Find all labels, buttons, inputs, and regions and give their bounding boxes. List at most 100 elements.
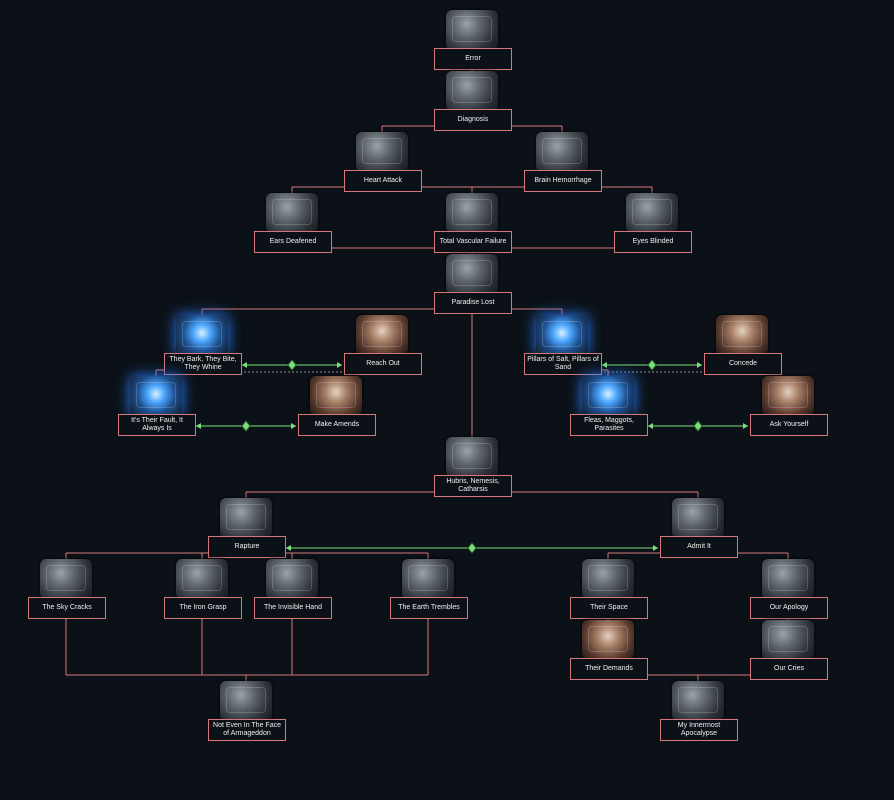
focus-invisible-hand[interactable]: The Invisible Hand (254, 559, 332, 619)
exclusive-arrow (697, 362, 702, 368)
exclusive-marker-icon (467, 542, 477, 554)
focus-label: Eyes Blinded (614, 231, 692, 253)
glowing-hound-icon (176, 315, 228, 355)
server-rack-icon (446, 71, 498, 111)
focus-label: Heart Attack (344, 170, 422, 192)
focus-label: Concede (704, 353, 782, 375)
exclusive-marker-icon (693, 420, 703, 432)
focus-our-apology[interactable]: Our Apology (750, 559, 828, 619)
focus-label: Our Apology (750, 597, 828, 619)
focus-eyes-blinded[interactable]: Eyes Blinded (614, 193, 692, 253)
focus-ears-deafened[interactable]: Ears Deafened (254, 193, 332, 253)
heart-monitor-icon (356, 132, 408, 172)
exclusive-arrow (286, 545, 291, 551)
focus-fleas-maggots[interactable]: Fleas, Maggots, Parasites (570, 376, 648, 436)
skull-machine-icon (446, 10, 498, 50)
focus-label: Admit It (660, 536, 738, 558)
focus-make-amends[interactable]: Make Amends (298, 376, 376, 436)
exclusive-arrow (653, 545, 658, 551)
focus-label: They Bark, They Bite, They Whine (164, 353, 242, 375)
focus-diagnosis[interactable]: Diagnosis (434, 71, 512, 131)
focus-heart-attack[interactable]: Heart Attack (344, 132, 422, 192)
focus-label: Not Even In The Face of Armageddon (208, 719, 286, 741)
focus-label: It's Their Fault, It Always Is (118, 414, 196, 436)
focus-label: Ears Deafened (254, 231, 332, 253)
focus-error[interactable]: Error (434, 10, 512, 70)
exclusive-arrow (648, 423, 653, 429)
glowing-machine-icon (130, 376, 182, 416)
exclusive-arrow (196, 423, 201, 429)
winged-portrait-icon (446, 437, 498, 477)
exclusive-arrow (291, 423, 296, 429)
focus-their-space[interactable]: Their Space (570, 559, 648, 619)
focus-earth-trembles[interactable]: The Earth Trembles (390, 559, 468, 619)
map-scroll-icon (716, 315, 768, 355)
exclusive-arrow (337, 362, 342, 368)
focus-label: The Sky Cracks (28, 597, 106, 619)
vascular-screen-icon (446, 193, 498, 233)
focus-their-fault[interactable]: It's Their Fault, It Always Is (118, 376, 196, 436)
focus-label: Diagnosis (434, 109, 512, 131)
broken-screen-icon (446, 254, 498, 294)
focus-label: Make Amends (298, 414, 376, 436)
building-blocks-icon (402, 559, 454, 599)
focus-label: Rapture (208, 536, 286, 558)
focus-sky-cracks[interactable]: The Sky Cracks (28, 559, 106, 619)
focus-pillars-of-salt[interactable]: Pillars of Salt, Pillars of Sand (524, 315, 602, 375)
eyeball-icon (626, 193, 678, 233)
focus-label: The Invisible Hand (254, 597, 332, 619)
focus-they-bark[interactable]: They Bark, They Bite, They Whine (164, 315, 242, 375)
brain-icon (536, 132, 588, 172)
focus-hubris[interactable]: Hubris, Nemesis, Catharsis (434, 437, 512, 497)
focus-label: Pillars of Salt, Pillars of Sand (524, 353, 602, 375)
exclusive-arrow (743, 423, 748, 429)
focus-innermost-apocalypse[interactable]: My Innermost Apocalypse (660, 681, 738, 741)
focus-rapture[interactable]: Rapture (208, 498, 286, 558)
focus-iron-grasp[interactable]: The Iron Grasp (164, 559, 242, 619)
focus-label: Their Space (570, 597, 648, 619)
gear-glow-icon (536, 315, 588, 355)
hand-reaching-icon (356, 315, 408, 355)
focus-label: Brain Hemorrhage (524, 170, 602, 192)
exclusive-arrow (602, 362, 607, 368)
focus-their-demands[interactable]: Their Demands (570, 620, 648, 680)
focus-label: My Innermost Apocalypse (660, 719, 738, 741)
focus-concede[interactable]: Concede (704, 315, 782, 375)
tangled-wires-icon (582, 559, 634, 599)
crowd-icon (762, 620, 814, 660)
focus-label: Reach Out (344, 353, 422, 375)
focus-paradise-lost[interactable]: Paradise Lost (434, 254, 512, 314)
sawblade-icon (220, 498, 272, 538)
focus-admit-it[interactable]: Admit It (660, 498, 738, 558)
focus-brain-hemorrhage[interactable]: Brain Hemorrhage (524, 132, 602, 192)
exclusive-marker-icon (241, 420, 251, 432)
swarm-icon (582, 376, 634, 416)
anatomical-heart-icon (672, 498, 724, 538)
focus-armageddon[interactable]: Not Even In The Face of Armageddon (208, 681, 286, 741)
figure-icon (762, 376, 814, 416)
broken-blade-icon (762, 559, 814, 599)
gears-icon (220, 681, 272, 721)
factory-icon (176, 559, 228, 599)
focus-total-vascular-failure[interactable]: Total Vascular Failure (434, 193, 512, 253)
focus-label: Ask Yourself (750, 414, 828, 436)
focus-our-cries[interactable]: Our Cries (750, 620, 828, 680)
hexagon-cube-icon (266, 559, 318, 599)
focus-reach-out[interactable]: Reach Out (344, 315, 422, 375)
torn-photo-icon (310, 376, 362, 416)
focus-label: Their Demands (570, 658, 648, 680)
focus-label: Our Cries (750, 658, 828, 680)
focus-label: Hubris, Nemesis, Catharsis (434, 475, 512, 497)
focus-label: The Earth Trembles (390, 597, 468, 619)
cracked-orb-icon (40, 559, 92, 599)
focus-label: Fleas, Maggots, Parasites (570, 414, 648, 436)
focus-ask-yourself[interactable]: Ask Yourself (750, 376, 828, 436)
exclusive-arrow (242, 362, 247, 368)
focus-label: Paradise Lost (434, 292, 512, 314)
speakers-icon (266, 193, 318, 233)
exclusive-marker-icon (647, 359, 657, 371)
focus-label: Total Vascular Failure (434, 231, 512, 253)
focus-label: The Iron Grasp (164, 597, 242, 619)
focus-label: Error (434, 48, 512, 70)
